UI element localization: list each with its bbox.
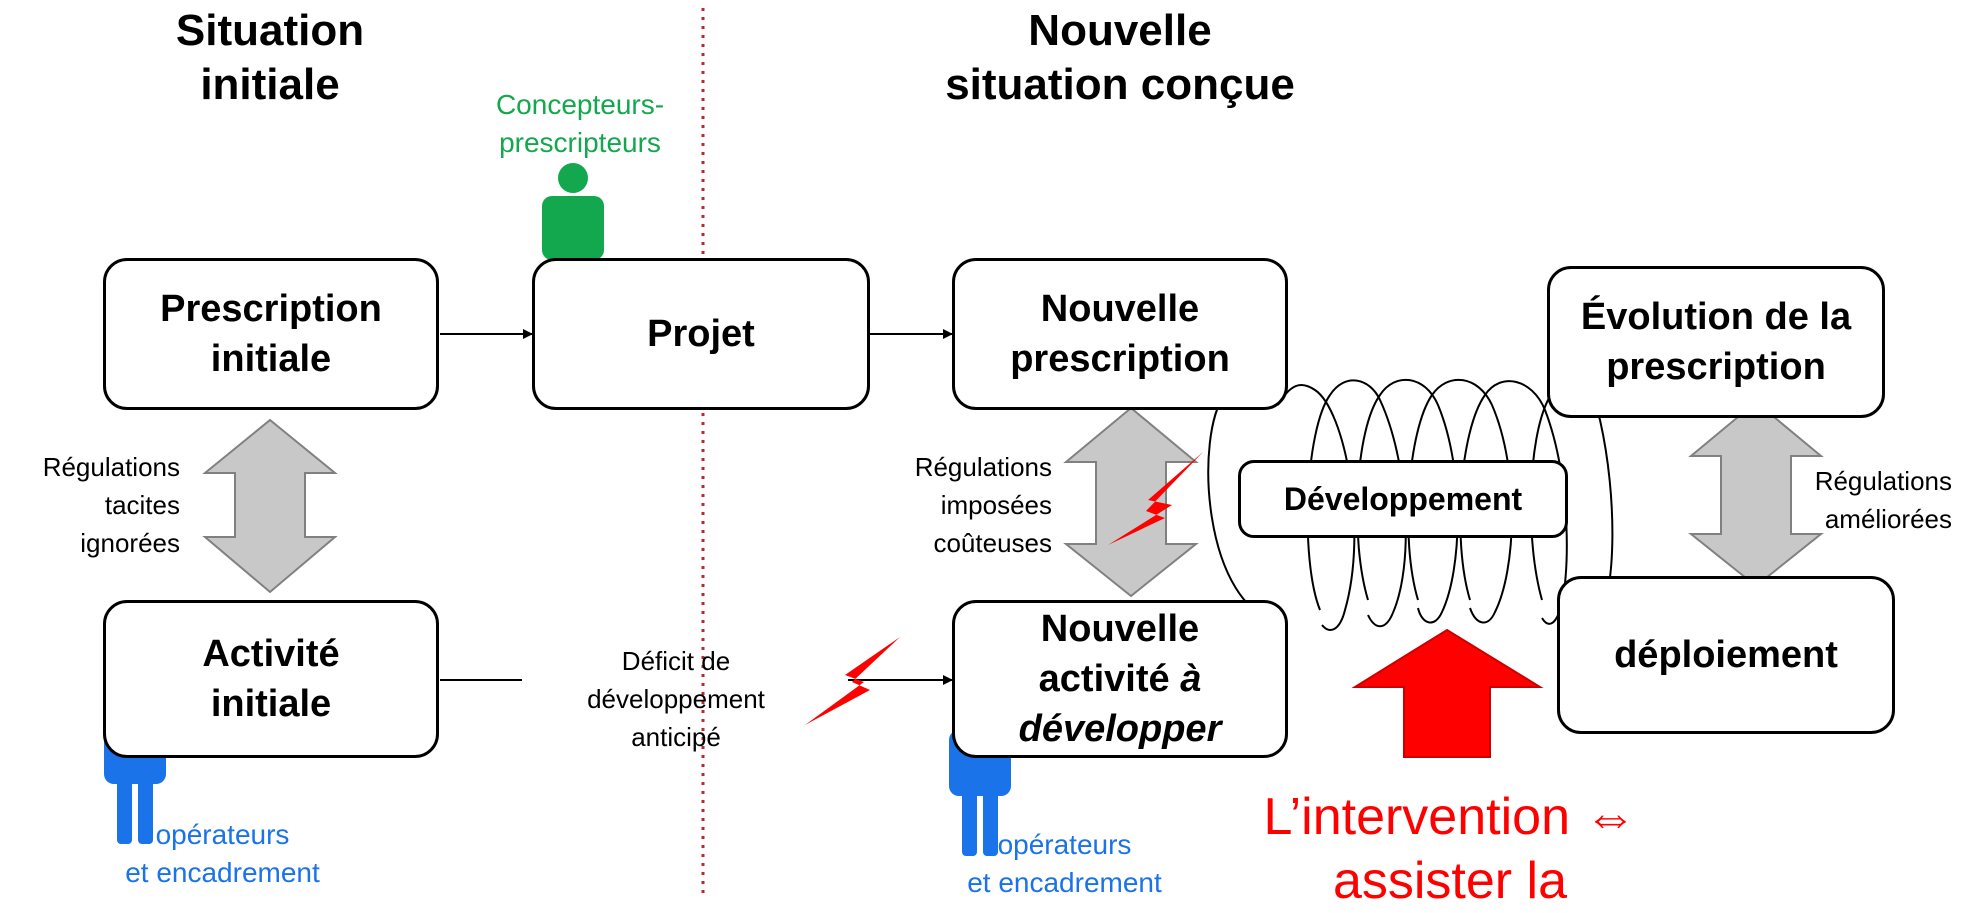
box-deploiement: déploiement xyxy=(1557,576,1895,734)
label-concepteurs: Concepteurs-prescripteurs xyxy=(495,89,665,158)
box-nouvelle-activite: Nouvelle activité à développer xyxy=(952,600,1288,758)
box-developpement: Développement xyxy=(1238,460,1568,538)
intervention-up-arrow xyxy=(1351,628,1544,758)
intervention-text: L’intervention ⇔assister la xyxy=(1263,788,1637,910)
lightning-bolt-bottom xyxy=(805,637,900,725)
box-projet: Projet xyxy=(532,258,870,410)
double-arrow-left xyxy=(202,418,338,594)
double-arrow-middle xyxy=(1063,406,1199,598)
lightning-bolt-middle xyxy=(1108,452,1203,545)
